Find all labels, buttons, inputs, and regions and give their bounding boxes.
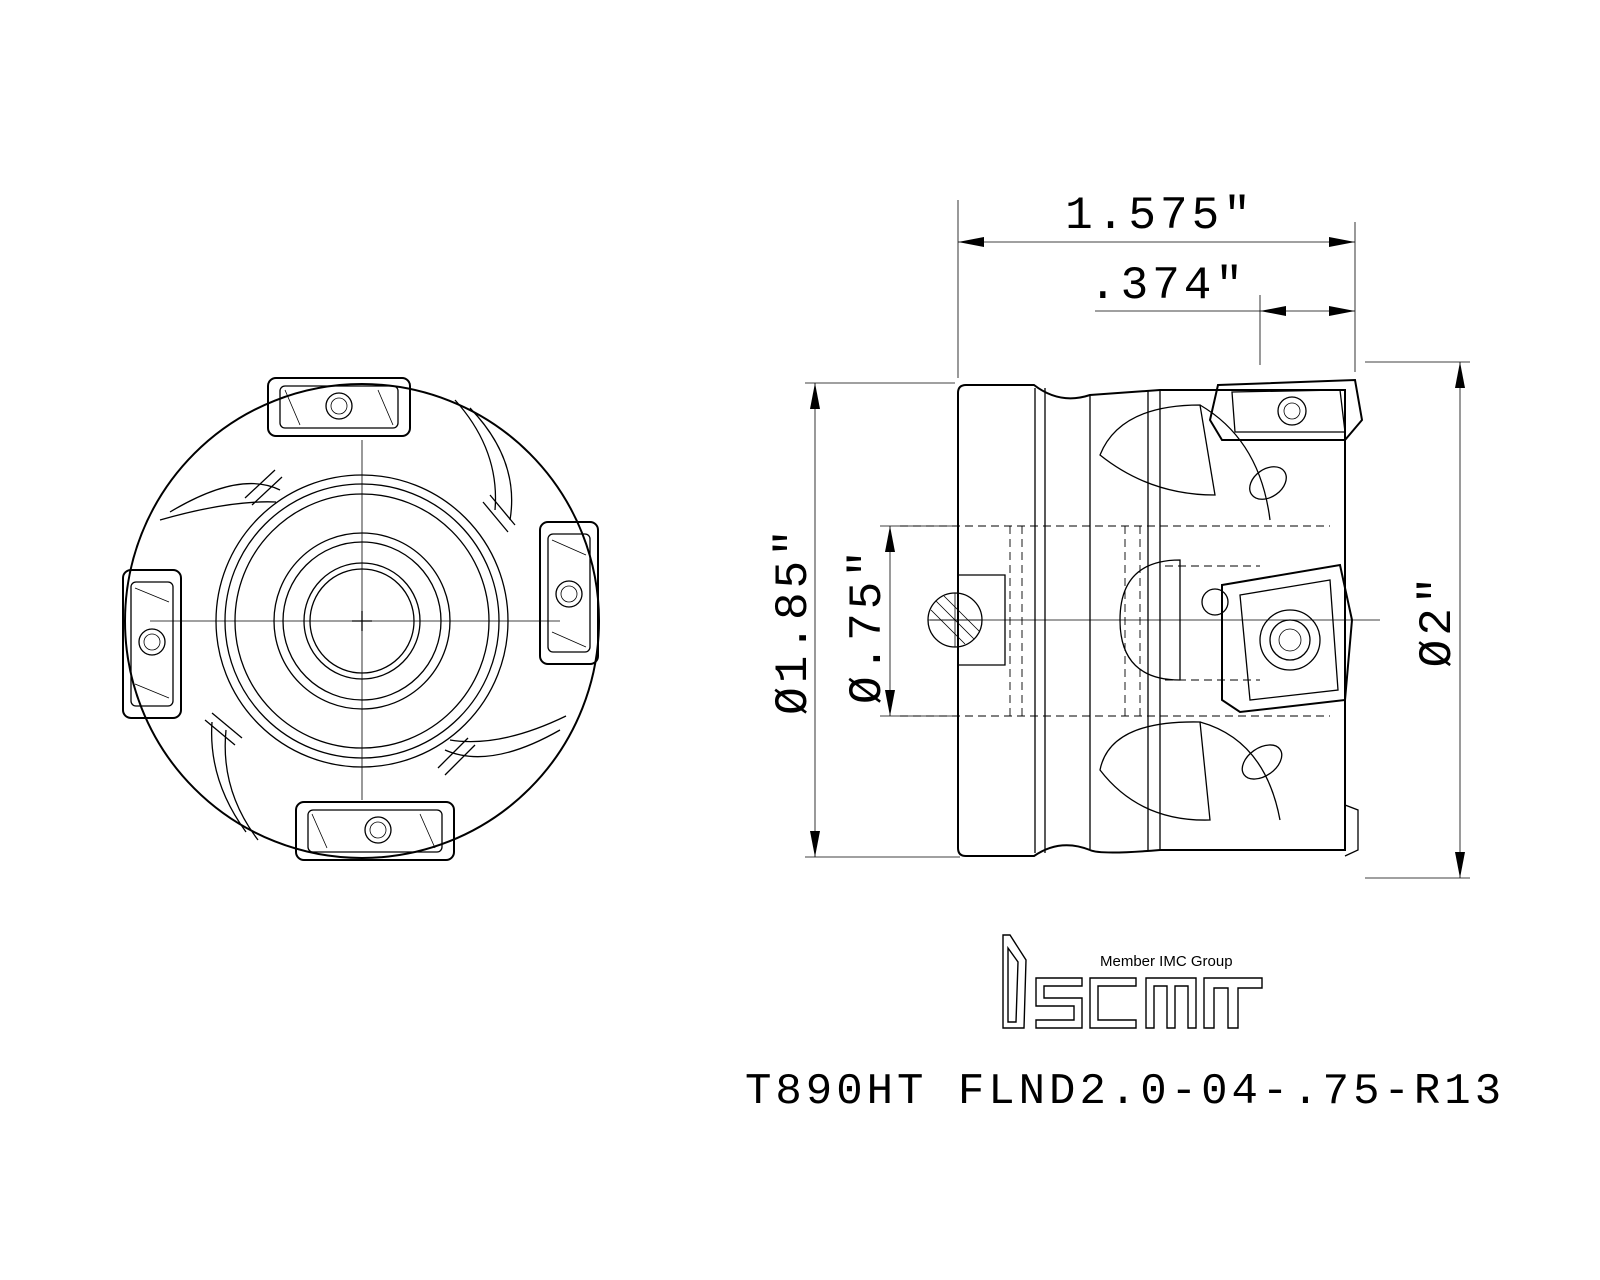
insert-left xyxy=(122,569,182,719)
coolant-slot xyxy=(444,744,476,776)
dim-cutting-diameter: Ø2" xyxy=(1412,573,1464,668)
logo-tagline: Member IMC Group xyxy=(1100,953,1233,970)
flute-curve xyxy=(210,721,247,833)
front-view xyxy=(122,377,600,861)
coolant-slot xyxy=(489,494,516,526)
flute-curve xyxy=(159,501,277,521)
flute-curve xyxy=(224,729,259,841)
insert-right xyxy=(539,521,599,665)
side-insert-main xyxy=(1201,563,1354,714)
coolant-slot xyxy=(244,469,276,499)
side-insert-bottom xyxy=(1344,804,1359,857)
insert-top xyxy=(267,377,411,437)
flute-pocket-bottom xyxy=(1099,721,1211,821)
flute-curve xyxy=(454,399,497,511)
iscar-logo: Member IMC Group xyxy=(1002,934,1263,1029)
flute-curve xyxy=(449,715,567,743)
flute-curve xyxy=(469,407,513,521)
dim-body-diameter: Ø1.85" xyxy=(768,525,820,715)
coolant-slot xyxy=(211,712,243,739)
dimensions: 1.575" .374" Ø1.85" Ø.75" Ø2" xyxy=(768,190,1470,879)
side-insert-top xyxy=(1208,378,1364,441)
side-body-outline xyxy=(957,384,1346,857)
part-number-title: T890HT FLND2.0-04-.75-R13 xyxy=(745,1067,1505,1117)
coolant-slot xyxy=(251,476,283,506)
coolant-slot xyxy=(437,737,469,769)
side-view xyxy=(900,378,1380,857)
insert-bottom xyxy=(295,801,455,861)
coolant-slot xyxy=(482,501,509,533)
flute-pocket-top xyxy=(1099,404,1216,496)
flute-curve xyxy=(444,729,561,758)
dim-bore-diameter: Ø.75" xyxy=(842,546,894,704)
dim-insert-length: .374" xyxy=(1089,260,1247,312)
coolant-slot xyxy=(204,719,236,746)
flute-curve xyxy=(169,482,281,513)
dim-overall-length: 1.575" xyxy=(1065,190,1255,242)
